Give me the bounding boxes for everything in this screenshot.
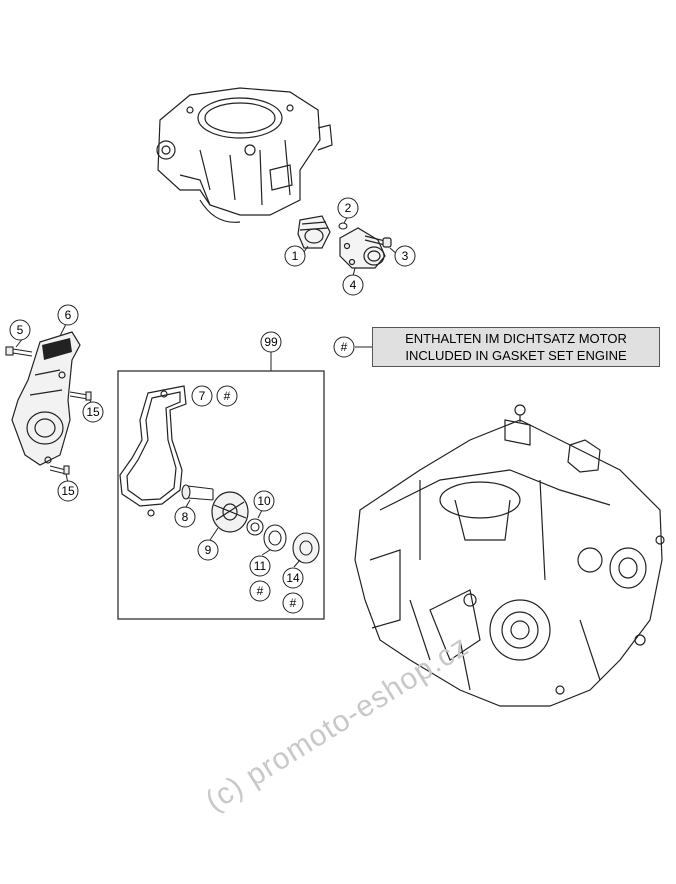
callout-label: 8: [182, 510, 189, 524]
legend-line-de: ENTHALTEN IM DICHTSATZ MOTOR: [405, 331, 627, 346]
callout-label: 15: [86, 405, 100, 419]
callout-8: 8: [174, 506, 196, 528]
callout-hash-7: #: [216, 385, 238, 407]
washer-part: [338, 222, 348, 230]
callout-label: 2: [345, 201, 352, 215]
cylinder-drawing: [156, 87, 333, 223]
thermostat-part: [297, 215, 331, 249]
callout-99: 99: [260, 331, 282, 353]
pump-shaft-part: [181, 484, 214, 501]
impeller-part: [211, 491, 249, 533]
screw-part: [364, 235, 392, 248]
callout-6: 6: [57, 304, 79, 326]
seal-ring-part: [263, 524, 287, 552]
shaft-seal-part: [292, 532, 320, 564]
callout-label: #: [341, 340, 348, 354]
callout-label: 11: [254, 559, 267, 573]
thermostat-housing-part: [339, 227, 386, 269]
callout-label: 7: [199, 389, 206, 403]
callout-label: 15: [61, 484, 75, 498]
legend-line-en: INCLUDED IN GASKET SET ENGINE: [405, 348, 627, 363]
callout-label: 99: [264, 335, 278, 349]
callout-hash-14: #: [282, 592, 304, 614]
callout-hash-11: #: [249, 580, 271, 602]
gasket-part: [119, 385, 187, 517]
callout-label: #: [290, 596, 297, 610]
callout-3: 3: [394, 245, 416, 267]
callout-9: 9: [197, 539, 219, 561]
callout-label: #: [257, 584, 264, 598]
callout-15: 15: [57, 480, 79, 502]
callout-10: 10: [253, 490, 275, 512]
seal-part: [246, 518, 264, 536]
callout-11: 11: [249, 555, 271, 577]
callout-15: 15: [82, 401, 104, 423]
callout-label: 1: [292, 249, 299, 263]
callout-5: 5: [9, 319, 31, 341]
kit-frame: [117, 370, 325, 620]
callout-label: 10: [257, 494, 271, 508]
callout-label: 14: [286, 571, 300, 585]
callout-14: 14: [282, 567, 304, 589]
legend-box: ENTHALTEN IM DICHTSATZ MOTOR INCLUDED IN…: [372, 327, 660, 367]
callout-2: 2: [337, 197, 359, 219]
callout-1: 1: [284, 245, 306, 267]
callout-label: 6: [65, 308, 72, 322]
callout-hash-legend: #: [333, 336, 355, 358]
callout-4: 4: [342, 274, 364, 296]
callout-label: 9: [205, 543, 212, 557]
callout-label: 4: [350, 278, 357, 292]
pump-cover-drawing: [11, 331, 81, 466]
bolt-part: [5, 346, 33, 357]
crankcase-drawing: [354, 404, 665, 707]
callout-7: 7: [191, 385, 213, 407]
callout-label: #: [224, 389, 231, 403]
callout-label: 5: [17, 323, 24, 337]
callout-label: 3: [402, 249, 409, 263]
